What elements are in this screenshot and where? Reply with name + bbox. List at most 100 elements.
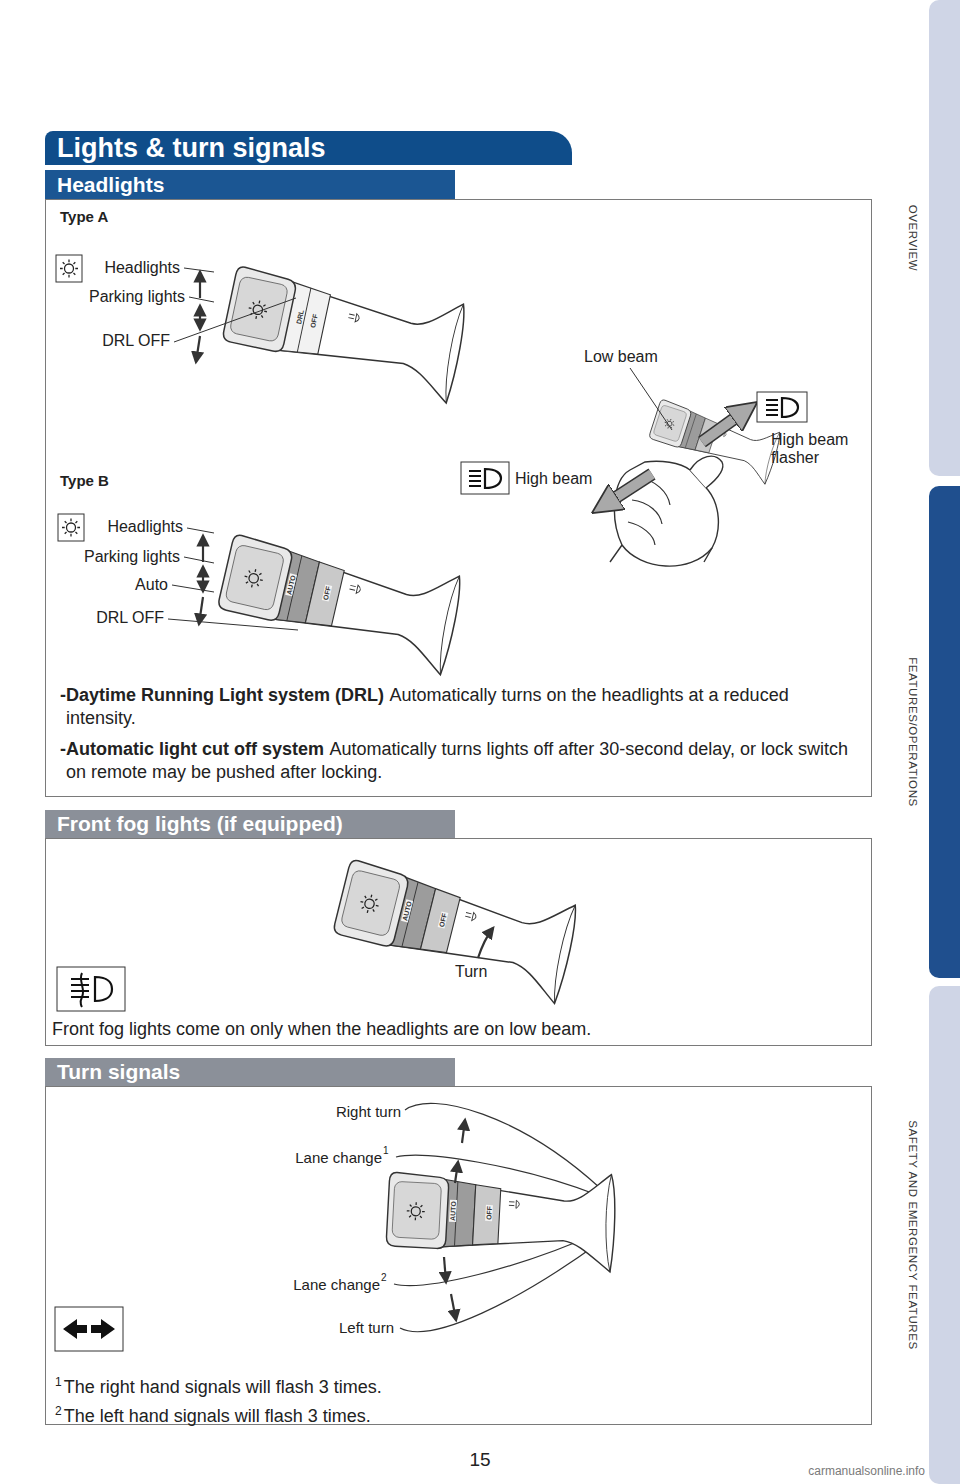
section-heading: Turn signals [57, 1058, 180, 1086]
switch-position: Parking lights [89, 288, 185, 306]
knob-marking: OFF [485, 1205, 493, 1221]
hand-illustration [612, 474, 652, 500]
section-tab: FEATURES/OPERATIONS [900, 486, 960, 978]
note-paragraph: -Automatic light cut off systemAutomatic… [60, 738, 860, 784]
signal-position: Lane change [293, 1277, 380, 1294]
turn-illustration [400, 1242, 600, 1332]
type-a-illustration [56, 255, 469, 404]
turn-illustration [63, 1319, 115, 1339]
section-heading: Headlights [57, 170, 164, 199]
tab-label: OVERVIEW [907, 205, 919, 272]
note-paragraph: 1The right hand signals will flash 3 tim… [55, 1370, 860, 1399]
hand-illustration [461, 462, 509, 494]
beam-label: High beam flasher [771, 431, 866, 466]
switch-position: Parking lights [84, 548, 180, 566]
switch-position: Auto [135, 576, 168, 594]
section-panel: Turn signals1The right hand signals will… [45, 1058, 872, 1425]
type-b-illustration [199, 597, 203, 624]
note-term: -Automatic light cut off system [60, 739, 324, 759]
type-a-illustration [219, 257, 469, 404]
note-paragraph: Front fog lights come on only when the h… [52, 1018, 860, 1041]
knob-marking: AUTO [401, 900, 413, 923]
footnote-mark: 1 [383, 1145, 389, 1156]
switch-position: DRL OFF [102, 332, 170, 350]
title-band: Lights & turn signals [45, 131, 572, 165]
fog-illustration [478, 928, 493, 958]
type-heading: Type B [60, 473, 109, 490]
hand-illustration [630, 368, 672, 430]
switch-position: Headlights [104, 259, 180, 277]
type-a-illustration [196, 336, 200, 362]
fog-illustration [95, 977, 112, 1001]
type-b-illustration [62, 519, 80, 537]
knob-marking: AUTO [285, 574, 297, 597]
switch-position: DRL OFF [96, 609, 164, 627]
type-heading: Type A [60, 209, 108, 226]
switch-position: Headlights [107, 518, 183, 536]
knob-marking: OFF [309, 312, 319, 329]
footnote-number: 2 [55, 1404, 62, 1418]
knob-marking: OFF [438, 911, 449, 928]
note-block: 1The right hand signals will flash 3 tim… [55, 1370, 860, 1428]
footnote-mark: 2 [381, 1272, 387, 1283]
tab-label: SAFETY AND EMERGENCY FEATURES [907, 1120, 919, 1350]
type-b-illustration [168, 528, 298, 630]
action-label: Turn [455, 963, 487, 981]
tab-bar [929, 486, 960, 978]
panel-frame [45, 1086, 872, 1425]
type-a-illustration [199, 306, 201, 329]
fog-illustration [57, 850, 581, 1011]
section-heading: Front fog lights (if equipped) [57, 810, 343, 838]
turn-illustration [55, 1307, 123, 1351]
type-b-illustration [202, 536, 204, 562]
turn-illustration [444, 1257, 446, 1282]
note-paragraph: -Daytime Running Light system (DRL)Autom… [60, 684, 860, 730]
type-a-illustration [60, 260, 78, 278]
turn-illustration [455, 1162, 458, 1183]
hand-illustration [766, 398, 798, 417]
knob-marking: OFF [322, 584, 332, 601]
section-tab: SAFETY AND EMERGENCY FEATURES [900, 986, 960, 1484]
page-title: Lights & turn signals [45, 131, 572, 165]
note-paragraph: 2The left hand signals will flash 3 time… [55, 1399, 860, 1428]
footnote-number: 1 [55, 1375, 62, 1389]
signal-position: Lane change [295, 1150, 382, 1167]
turn-illustration [405, 1103, 600, 1188]
beam-label: Low beam [584, 348, 658, 366]
note-text: Front fog lights come on only when the h… [52, 1019, 591, 1039]
tab-bar [929, 0, 960, 476]
hand-illustration [469, 469, 501, 488]
panel-frame [45, 838, 872, 1046]
fog-illustration [57, 967, 125, 1011]
signal-position: Right turn [336, 1104, 401, 1121]
hand-illustration [702, 416, 738, 442]
turn-illustration [55, 1103, 617, 1351]
type-a-illustration [199, 272, 201, 298]
hand-illustration [612, 474, 652, 500]
section-panel: Front fog lights (if equipped) Front fog … [45, 810, 872, 1046]
hand-illustration [610, 545, 712, 562]
footnote-text: The right hand signals will flash 3 time… [64, 1377, 382, 1397]
tab-bar [929, 986, 960, 1484]
hand-illustration [690, 456, 723, 488]
knob-marking: DRL [295, 308, 305, 325]
page-number: 15 [469, 1450, 490, 1471]
note-block: Front fog lights come on only when the h… [52, 1018, 860, 1041]
type-b-illustration [202, 567, 204, 591]
knob-marking: AUTO [449, 1200, 457, 1222]
turn-illustration [451, 1294, 456, 1320]
turn-illustration [385, 1163, 617, 1272]
watermark: carmanualsonline.info [808, 1465, 925, 1478]
type-a-illustration [56, 255, 82, 282]
signal-position: Left turn [339, 1320, 394, 1337]
type-b-illustration [58, 514, 84, 541]
note-term: -Daytime Running Light system (DRL) [60, 685, 384, 705]
type-b-illustration [58, 514, 465, 675]
hand-illustration [461, 368, 807, 566]
type-b-illustration [214, 525, 465, 676]
beam-label: High beam [515, 470, 592, 488]
turn-illustration [462, 1120, 465, 1143]
